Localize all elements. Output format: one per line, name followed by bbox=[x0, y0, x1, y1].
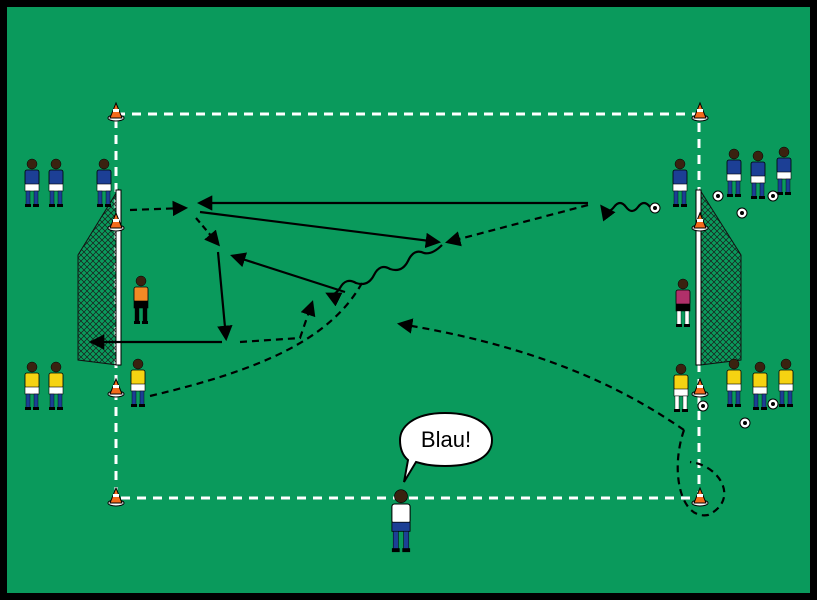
run-arrow-right-middle bbox=[445, 203, 589, 247]
player-icon-blue-right-active bbox=[672, 158, 688, 207]
cones-group bbox=[107, 101, 709, 507]
cone-icon bbox=[107, 101, 125, 122]
pass-arrow-vertical bbox=[216, 251, 233, 342]
ball-icon bbox=[697, 400, 709, 412]
player-icon-yellow-right-2 bbox=[752, 361, 768, 410]
cone-icon bbox=[107, 211, 125, 232]
dribble-arrow-top-right bbox=[600, 201, 651, 222]
player-icon-yellow-left-1 bbox=[24, 361, 40, 410]
dribble-arrow-center bbox=[325, 244, 443, 307]
player-icon-blue-left-1 bbox=[24, 158, 40, 207]
cone-icon bbox=[691, 377, 709, 398]
goal-icon-left bbox=[77, 188, 122, 366]
player-icon-yellow-right-active bbox=[673, 363, 689, 412]
run-loop-bottom-right bbox=[676, 429, 726, 517]
player-icon-blue-right-3 bbox=[776, 146, 792, 195]
player-icon-blue-right-1 bbox=[726, 148, 742, 197]
player-icon-yellow-right-1 bbox=[726, 358, 742, 407]
ball-icon bbox=[767, 190, 779, 202]
cone-icon bbox=[691, 211, 709, 232]
player-icon-blue-left-2 bbox=[48, 158, 64, 207]
cone-icon bbox=[107, 377, 125, 398]
ball-icon bbox=[739, 417, 751, 429]
ball-icon bbox=[712, 190, 724, 202]
player-icon-keeper-left bbox=[133, 275, 149, 324]
run-arrow-left-top bbox=[129, 200, 189, 217]
coach-icon bbox=[391, 489, 411, 553]
player-icon-keeper-right bbox=[675, 278, 691, 327]
pass-arrow-back bbox=[230, 252, 346, 294]
player-icon-yellow-right-3 bbox=[778, 358, 794, 407]
ball-icon bbox=[767, 398, 779, 410]
callout-bubble: Blau! bbox=[398, 411, 494, 483]
cone-icon bbox=[691, 101, 709, 122]
callout-text: Blau! bbox=[421, 427, 471, 452]
ball-icon bbox=[649, 202, 661, 214]
run-arrow-right-long bbox=[396, 318, 685, 431]
player-icon-blue-left-active bbox=[96, 158, 112, 207]
run-arrow-short bbox=[195, 217, 220, 247]
run-arrow-bottom bbox=[239, 300, 316, 344]
player-icon-yellow-left-active bbox=[130, 358, 146, 407]
balls-group bbox=[649, 190, 779, 429]
cone-icon bbox=[107, 486, 125, 507]
goal-icon-right bbox=[695, 188, 742, 366]
player-icon-yellow-left-2 bbox=[48, 361, 64, 410]
pass-arrows bbox=[88, 195, 726, 517]
player-icon-blue-right-2 bbox=[750, 150, 766, 199]
pass-arrow-diagonal bbox=[199, 210, 442, 249]
run-arrow-yellow-curve bbox=[149, 282, 363, 398]
cone-icon bbox=[691, 486, 709, 507]
players-group bbox=[24, 146, 794, 553]
ball-icon bbox=[736, 207, 748, 219]
